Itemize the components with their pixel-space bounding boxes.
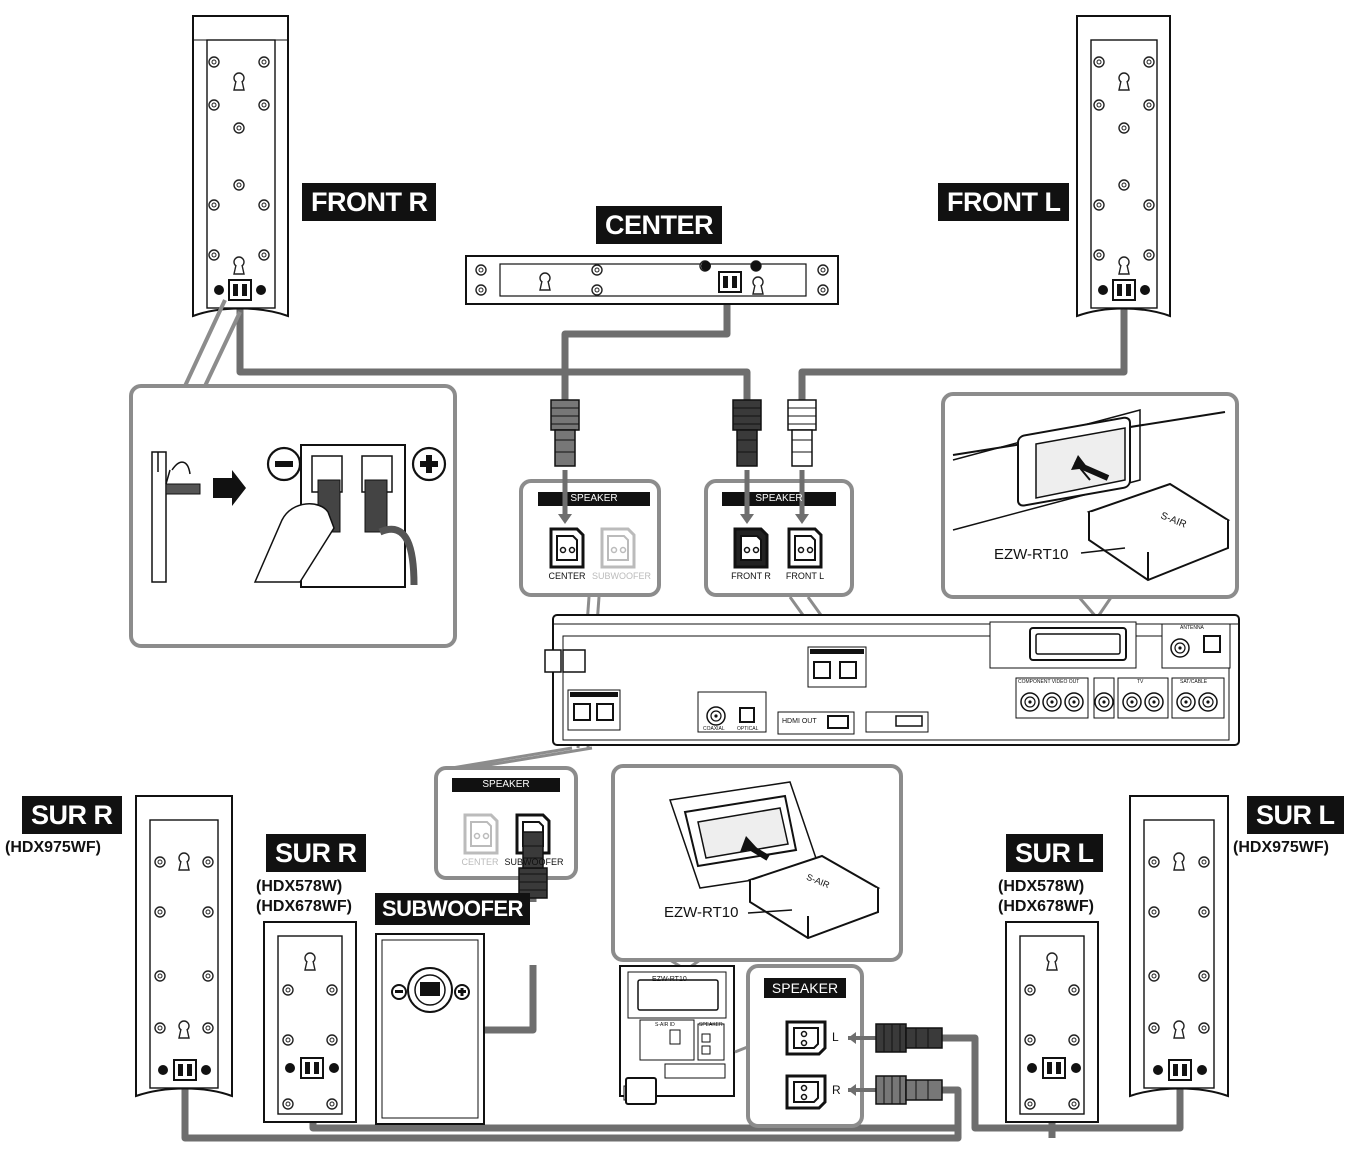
subwoofer-speaker <box>375 933 485 1125</box>
cable-center <box>561 290 731 400</box>
sur-l-578-label: SUR L <box>1006 834 1103 872</box>
sur-r-578-speaker <box>263 921 357 1123</box>
plug-front-l <box>787 399 817 467</box>
panel3-header: SPEAKER <box>482 779 530 790</box>
transmitter-callout-bottom <box>611 764 903 972</box>
sur-r-578-model-a: (HDX578W) <box>256 878 343 895</box>
sur-l-578-model-a: (HDX578W) <box>998 878 1085 895</box>
receiver-slot-text: EZW-RT10 <box>652 976 687 983</box>
plug-center <box>550 399 580 467</box>
panel3-subwoofer-label: SUBWOOFER <box>504 857 564 867</box>
sur-l-975-speaker <box>1129 795 1229 1098</box>
panel3-center-label: CENTER <box>461 857 499 867</box>
ezw-rt10-callout-top: EZW-RT10 <box>994 546 1069 563</box>
optical-label: OPTICAL <box>737 726 759 732</box>
panel1-header: SPEAKER <box>570 493 618 504</box>
transmitter-callout-top <box>941 392 1239 621</box>
sur-r-578-model-b: (HDX678WF) <box>256 898 353 915</box>
cable-sur-r-975 <box>181 1078 962 1142</box>
wiring-detail-callout <box>129 299 457 648</box>
sur-l-975-label: SUR L <box>1247 796 1344 834</box>
panel2-header: SPEAKER <box>755 493 803 504</box>
sur-l-578-model-b: (HDX678WF) <box>998 898 1095 915</box>
center-speaker <box>465 255 839 305</box>
front-r-label: FRONT R <box>302 183 437 221</box>
tv-label: TV <box>1137 679 1144 685</box>
cable-front-r <box>236 300 751 400</box>
plug-sur-l <box>875 1023 943 1053</box>
center-label: CENTER <box>596 206 723 244</box>
speaker-panel-center <box>519 470 661 597</box>
receiver-speaker-label: SPEAKER <box>699 1022 723 1028</box>
panel1-subwoofer-label: SUBWOOFER <box>592 571 652 581</box>
subwoofer-label: SUBWOOFER <box>375 893 530 925</box>
sat-cable-label: SAT/CABLE <box>1180 679 1208 685</box>
front-l-label: FRONT L <box>938 183 1070 221</box>
coaxial-label: COAXIAL <box>703 726 725 732</box>
plug-front-r <box>732 399 762 467</box>
receiver-port-r-label: R <box>832 1083 841 1097</box>
hdmi-out-label: HDMI OUT <box>782 718 817 725</box>
sur-r-975-model: (HDX975WF) <box>5 839 102 856</box>
front-r-speaker <box>192 15 289 318</box>
panel2-front-l-label: FRONT L <box>785 571 825 581</box>
component-label: COMPONENT VIDEO OUT <box>1018 679 1080 685</box>
front-l-speaker <box>1076 15 1171 318</box>
sur-r-975-label: SUR R <box>22 796 122 834</box>
ezw-rt10-callout-bottom: EZW-RT10 <box>664 904 739 921</box>
panel2-front-r-label: FRONT R <box>731 571 771 581</box>
sur-r-975-speaker <box>135 795 233 1098</box>
panel1-center-label: CENTER <box>548 571 586 581</box>
cable-front-l <box>798 300 1128 400</box>
s-air-id-label: S-AIR ID <box>655 1022 675 1028</box>
main-unit <box>544 614 1240 746</box>
antenna-label: ANTENNA <box>1180 625 1204 631</box>
sur-l-578-speaker <box>1005 921 1099 1123</box>
sur-r-578-label: SUR R <box>266 834 366 872</box>
speaker-panel-front <box>704 470 854 597</box>
receiver-speaker-panel <box>746 964 876 1128</box>
surround-receiver <box>619 965 751 1105</box>
plug-sur-r <box>875 1075 943 1105</box>
receiver-panel-header: SPEAKER <box>771 980 839 996</box>
speaker-panel-subwoofer <box>434 746 593 900</box>
receiver-port-l-label: L <box>832 1030 839 1044</box>
sur-l-975-model: (HDX975WF) <box>1233 839 1330 856</box>
